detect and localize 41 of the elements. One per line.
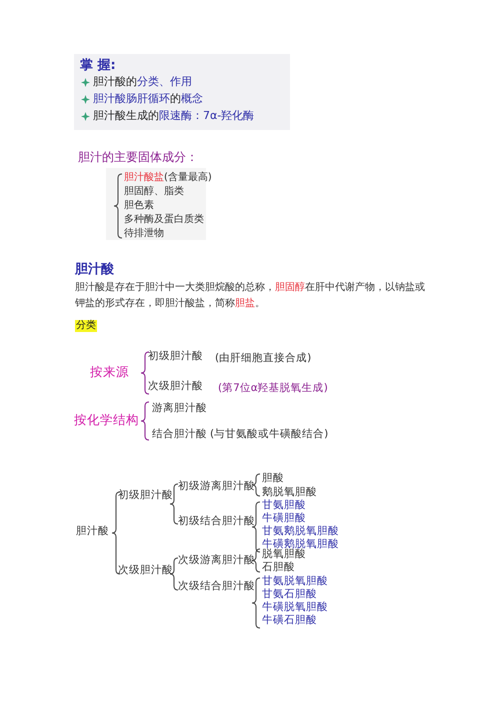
bullet-text: 胆汁酸的分类、作用 (93, 75, 192, 88)
list-item: 胆固醇、脂类 (124, 186, 184, 198)
tree-label: 初级游离胆汁酸 (178, 480, 255, 493)
bullet-text: 胆汁酸肠肝循环的概念 (93, 92, 203, 106)
tree-label: 脱氧胆酸 (262, 548, 306, 561)
tree-label: 鹅脱氧胆酸 (262, 486, 317, 499)
tree-label: 结合胆汁酸 (152, 428, 207, 441)
tree-label: 甘氨脱氧胆酸 (262, 576, 328, 588)
tree-label: 甘氨石胆酸 (262, 589, 317, 601)
tree-label: 牛磺脱氧胆酸 (262, 602, 328, 614)
note: (由肝细胞直接合成) (215, 352, 312, 365)
section-tag: 分类 (75, 320, 97, 332)
list-item: 待排泄物 (124, 228, 164, 240)
tree-label: 胆酸 (262, 472, 284, 485)
category-label: 按化学结构 (74, 412, 139, 427)
tree-label: 石胆酸 (262, 561, 295, 574)
tree-label: 牛磺胆酸 (262, 513, 306, 525)
category-label: 按来源 (90, 364, 129, 379)
tree-label: 胆汁酸 (76, 525, 109, 538)
list-item: 胆色素 (124, 200, 154, 212)
note: (第7位α羟基脱氧生成) (218, 382, 328, 395)
tree-label: 甘氨胆酸 (262, 500, 306, 512)
paragraph: 胆汁酸是存在于胆汁中一大类胆烷酸的总称，胆固醇在肝中代谢产物，以钠盐或钾盐的形式存在，即胆汁酸盐，简称胆盐。 (75, 280, 426, 311)
heading: 胆汁酸 (75, 262, 114, 278)
tree-label: 初级结合胆汁酸 (178, 515, 255, 528)
tree-label: 甘氨鹅脱氧胆酸 (262, 526, 339, 538)
note: (与甘氨酸或牛磺酸结合) (210, 428, 328, 441)
heading: 掌 握: (80, 58, 116, 74)
tree-label: 初级胆汁酸 (148, 350, 203, 363)
list-item: 胆汁酸盐(含量最高) (124, 172, 212, 184)
list-item: 多种酶及蛋白质类 (124, 214, 204, 226)
tree-label: 次级结合胆汁酸 (178, 580, 255, 593)
tree-label: 次级胆汁酸 (118, 564, 173, 577)
tree-label: 游离胆汁酸 (152, 402, 207, 415)
bullet-text: 胆汁酸生成的限速酶：7α-羟化酶 (93, 109, 254, 122)
tree-label: 次级游离胆汁酸 (178, 554, 255, 567)
tree-label: 初级胆汁酸 (118, 489, 173, 502)
section-title: 胆汁的主要固体成分： (78, 150, 198, 164)
tree-label: 次级胆汁酸 (148, 380, 203, 393)
tree-label: 牛磺鹅脱氧胆酸 (262, 539, 339, 550)
tree-label: 牛磺石胆酸 (262, 615, 317, 627)
